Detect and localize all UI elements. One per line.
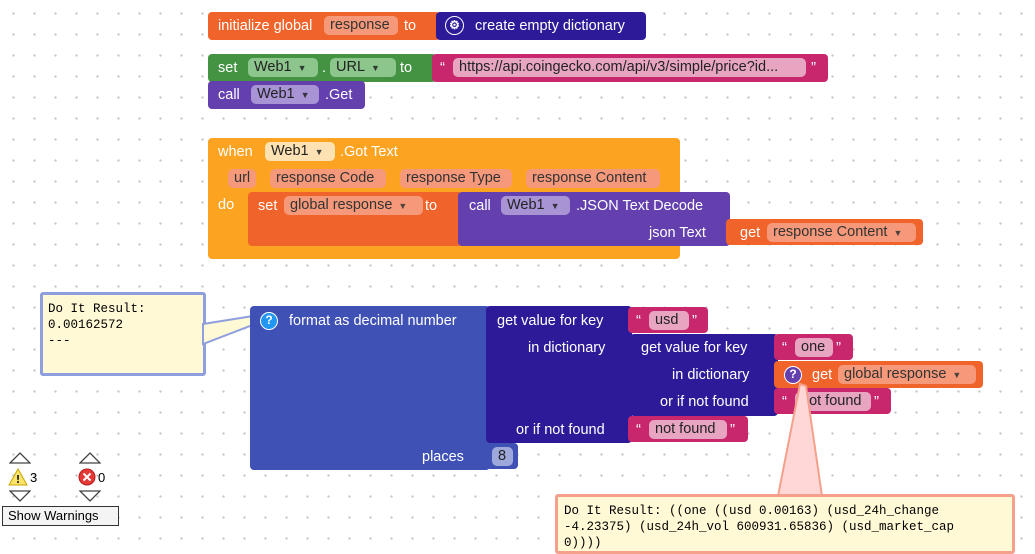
error-next-arrow[interactable] — [79, 490, 101, 502]
key-one-field[interactable]: one — [795, 338, 833, 357]
get-var-dropdown[interactable]: response Content ▼ — [767, 223, 916, 242]
chevron-down-icon: ▼ — [893, 228, 903, 238]
event-component-label: Web1 — [271, 143, 309, 159]
chevron-down-icon: ▼ — [952, 370, 962, 380]
initialize-to-label: to — [404, 18, 417, 34]
close-quote: ” — [730, 421, 735, 438]
set-global-label: set — [258, 198, 278, 214]
set-var-dropdown[interactable]: global response ▼ — [284, 196, 423, 215]
error-prev-arrow[interactable] — [79, 452, 101, 464]
places-number-field[interactable]: 8 — [492, 447, 513, 466]
format-decimal-block[interactable] — [250, 306, 490, 470]
param-response-content[interactable]: response Content — [526, 169, 660, 188]
dot-label: . — [322, 60, 327, 76]
outer-in-dictionary-label: in dictionary — [528, 340, 606, 356]
set-to-label: to — [400, 60, 413, 76]
help-icon[interactable]: ? — [784, 366, 802, 384]
bubble-pointer-bottom — [776, 382, 824, 497]
open-quote: “ — [782, 393, 787, 410]
chevron-down-icon: ▼ — [550, 201, 560, 211]
set-var-label: global response — [290, 197, 393, 213]
inner-or-if-not-found-label: or if not found — [660, 394, 749, 410]
component-dropdown-label: Web1 — [254, 59, 292, 75]
component-dropdown[interactable]: Web1 ▼ — [248, 58, 318, 77]
inner-not-found-field[interactable]: not found — [795, 392, 871, 411]
get-global-label: get — [812, 367, 833, 383]
get-global-var-label: global response — [844, 366, 947, 382]
property-dropdown[interactable]: URL ▼ — [330, 58, 396, 77]
do-it-bottom-line1: Do It Result: ((one ((usd 0.00163) (usd_… — [564, 504, 940, 518]
set-label: set — [218, 60, 238, 76]
json-text-label: json Text — [649, 225, 706, 241]
url-text-field[interactable]: https://api.coingecko.com/api/v3/simple/… — [453, 58, 806, 77]
call-component-label: Web1 — [257, 86, 295, 102]
event-name-label: .Got Text — [340, 144, 398, 160]
create-empty-dictionary-block[interactable] — [436, 12, 646, 40]
inner-in-dictionary-label: in dictionary — [672, 367, 750, 383]
property-dropdown-label: URL — [336, 59, 366, 75]
get-method-label: .Get — [325, 87, 353, 103]
open-quote: “ — [636, 421, 641, 438]
gear-icon[interactable]: ⚙ — [445, 16, 464, 35]
decode-component-label: Web1 — [507, 197, 545, 213]
do-it-left-value: 0.00162572 — [48, 318, 124, 332]
event-component-dropdown[interactable]: Web1 ▼ — [265, 142, 335, 161]
do-label: do — [218, 197, 235, 213]
warning-count: 3 — [30, 470, 38, 485]
global-var-name-field[interactable]: response — [324, 16, 398, 35]
get-global-var-dropdown[interactable]: global response ▼ — [838, 365, 976, 384]
decode-component-dropdown[interactable]: Web1 ▼ — [501, 196, 570, 215]
get-label: get — [740, 225, 761, 241]
help-icon[interactable]: ? — [260, 312, 278, 330]
when-label: when — [218, 144, 253, 160]
inner-get-value-block[interactable] — [630, 334, 778, 416]
close-quote: ” — [874, 393, 879, 410]
close-quote: ” — [692, 312, 697, 329]
outer-get-value-label: get value for key — [497, 313, 604, 329]
warning-next-arrow[interactable] — [9, 490, 31, 502]
chevron-down-icon: ▼ — [398, 201, 408, 211]
close-quote: ” — [836, 339, 841, 356]
get-var-label: response Content — [773, 224, 888, 240]
param-response-type[interactable]: response Type — [400, 169, 512, 188]
chevron-down-icon: ▼ — [297, 63, 307, 73]
chevron-down-icon: ▼ — [314, 147, 324, 157]
param-url[interactable]: url — [228, 169, 256, 188]
key-usd-field[interactable]: usd — [649, 311, 689, 330]
open-quote: “ — [440, 59, 445, 76]
do-it-bottom-line2: -4.23375) (usd_24h_vol 600931.65836) (us… — [564, 520, 955, 534]
outer-or-if-not-found-label: or if not found — [516, 422, 605, 438]
set-global-to-label: to — [425, 198, 438, 214]
decode-call-label: call — [469, 198, 491, 214]
call-component-dropdown[interactable]: Web1 ▼ — [251, 85, 319, 104]
open-quote: “ — [636, 312, 641, 329]
inner-get-value-label: get value for key — [641, 340, 748, 356]
param-response-code[interactable]: response Code — [270, 169, 386, 188]
warning-icon: ! — [8, 468, 28, 486]
chevron-down-icon: ▼ — [371, 63, 380, 73]
initialize-global-label: initialize global — [218, 18, 313, 34]
create-empty-dictionary-label: create empty dictionary — [475, 18, 625, 34]
decode-method-label: .JSON Text Decode — [576, 198, 704, 214]
error-count: 0 — [98, 470, 106, 485]
warning-prev-arrow[interactable] — [9, 452, 31, 464]
open-quote: “ — [782, 339, 787, 356]
close-quote: ” — [811, 59, 816, 76]
error-icon — [78, 468, 96, 486]
do-it-left-dashes: --- — [48, 334, 71, 348]
places-label: places — [422, 449, 464, 465]
do-it-left-title: Do It Result: — [48, 302, 146, 316]
outer-not-found-field[interactable]: not found — [649, 420, 727, 439]
chevron-down-icon: ▼ — [300, 90, 310, 100]
show-warnings-label: Show Warnings — [8, 508, 99, 523]
do-it-bottom-line3: 0)))) — [564, 536, 602, 550]
outer-get-value-block[interactable] — [486, 306, 632, 443]
call-label: call — [218, 87, 240, 103]
set-url-block[interactable] — [208, 54, 436, 82]
format-decimal-label: format as decimal number — [289, 313, 457, 329]
show-warnings-button[interactable]: Show Warnings — [2, 506, 119, 526]
svg-text:!: ! — [15, 473, 20, 486]
